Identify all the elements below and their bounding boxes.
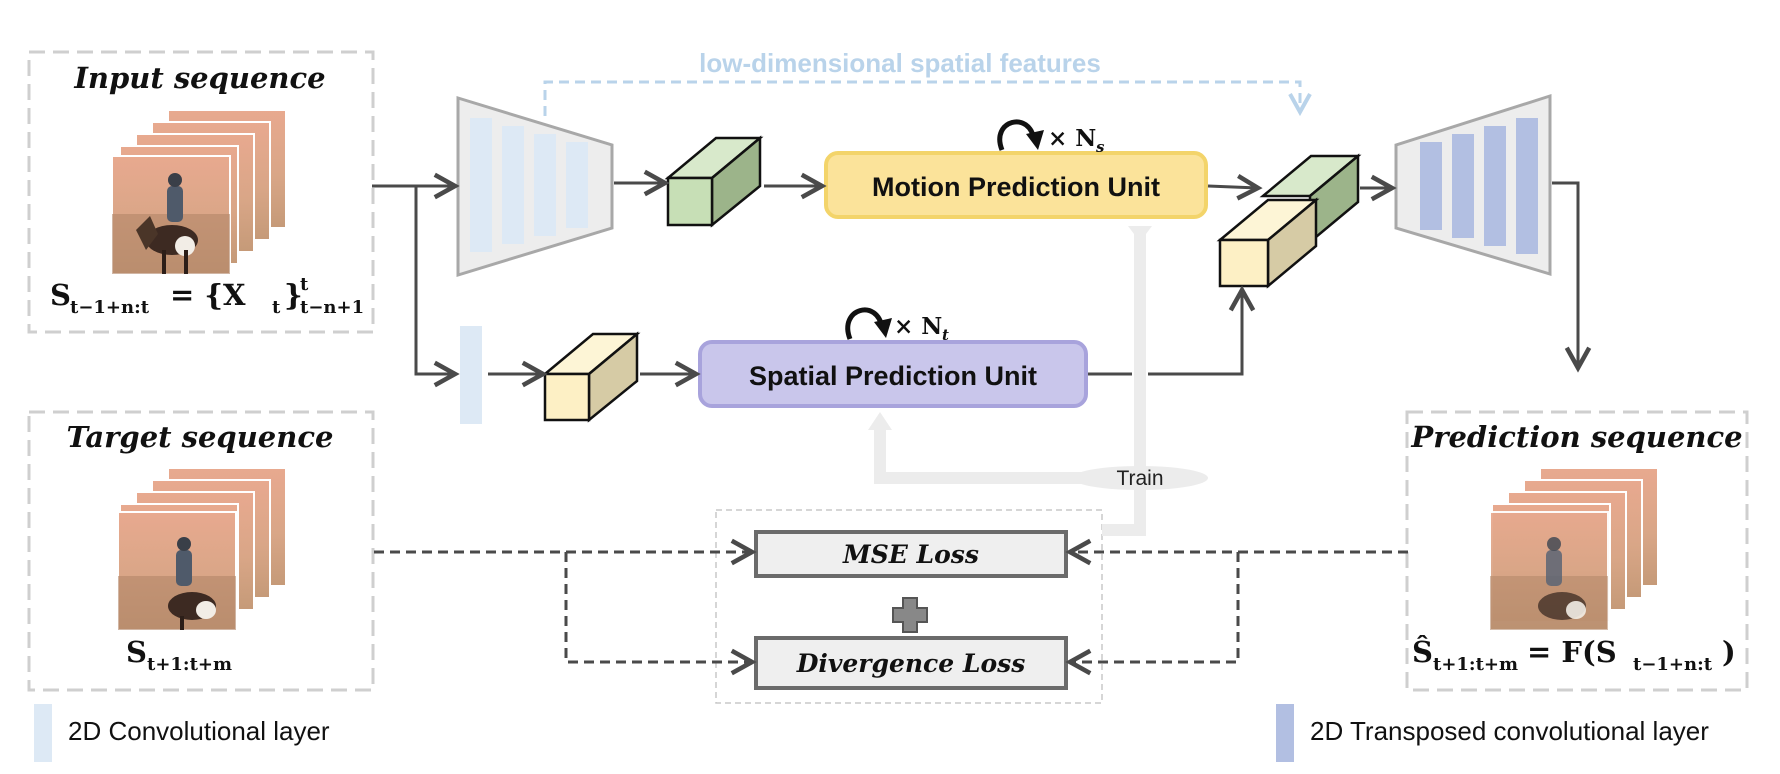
tconv-bar: [1484, 126, 1506, 246]
train-label: Train: [1116, 467, 1163, 490]
legend-conv-swatch: [34, 704, 52, 762]
input-panel-title: Input sequence: [73, 61, 325, 95]
legend-conv: 2D Convolutional layer: [34, 704, 330, 762]
skip-label: low-dimensional spatial features: [699, 48, 1101, 78]
prediction-formula-Shat: Ŝ: [1412, 634, 1433, 669]
motion-prediction-unit: Motion Prediction Unit: [824, 151, 1208, 219]
conv-bar: [534, 134, 556, 236]
spatial-loop-sub: t: [942, 326, 949, 344]
input-formula-S: S: [50, 278, 71, 312]
legend-tconv-swatch: [1276, 704, 1294, 762]
prediction-panel: [1405, 410, 1749, 692]
loss-panel: [715, 509, 1103, 704]
conv-bar: [502, 126, 524, 244]
target-formula-S: S: [126, 635, 147, 669]
prediction-panel-title: Prediction sequence: [1410, 420, 1742, 454]
prediction-formula-eq: = F(S: [1527, 635, 1617, 669]
target-panel-title: Target sequence: [67, 420, 334, 454]
decoder: [1394, 93, 1552, 277]
motion-unit-label: Motion Prediction Unit: [872, 172, 1160, 202]
fused-feature-cube: [1216, 153, 1362, 289]
conv-bar: [470, 118, 492, 252]
target-formula-sub: t+1:t+m: [147, 654, 232, 675]
input-formula-eq: = {X: [170, 278, 246, 312]
prediction-formula-sub2: t−1+n:t: [1633, 654, 1713, 675]
input-formula-sub: t−1+n:t: [70, 297, 150, 318]
prediction-formula: Ŝ t+1:t+m = F(S t−1+n:t ): [1412, 634, 1736, 675]
input-formula-sub2: t: [272, 297, 281, 318]
prediction-formula-close: ): [1722, 635, 1736, 669]
input-formula-sup: t: [300, 274, 309, 295]
spatial-feature-cube: [541, 331, 641, 423]
flow-arrows: [372, 183, 1578, 374]
mse-loss-box: MSE Loss: [754, 530, 1068, 578]
tconv-bar: [1420, 142, 1442, 230]
motion-feature-cube: [664, 135, 764, 228]
tconv-bar: [1516, 118, 1538, 254]
prediction-frame-stack: [1489, 467, 1659, 631]
prediction-formula-sub: t+1:t+m: [1433, 654, 1518, 675]
rider-image: [136, 173, 198, 274]
tconv-bar: [1452, 134, 1474, 238]
divergence-loss-box: Divergence Loss: [754, 636, 1068, 690]
conv-bar: [566, 142, 588, 228]
spatial-prediction-unit: Spatial Prediction Unit: [698, 340, 1088, 408]
legend-tconv-label: 2D Transposed convolutional layer: [1310, 716, 1709, 746]
spatial-conv-layer: [460, 326, 482, 424]
target-formula: S t+1:t+m: [126, 635, 232, 675]
legend-conv-label: 2D Convolutional layer: [68, 716, 330, 746]
input-panel: [27, 50, 375, 334]
input-formula-close: }: [284, 278, 303, 312]
plus-icon: [892, 597, 928, 633]
encoder: [456, 95, 614, 278]
spatial-unit-label: Spatial Prediction Unit: [749, 361, 1037, 391]
motion-loop-text: × N: [1048, 125, 1096, 152]
spatial-loop-text: × N: [894, 313, 942, 340]
input-formula: S t−1+n:t = {X t } t t−n+1: [50, 274, 364, 318]
input-formula-sub3: t−n+1: [300, 297, 364, 318]
motion-loop: × N s: [997, 119, 1105, 156]
input-frame-stack: [111, 109, 287, 275]
legend-tconv: 2D Transposed convolutional layer: [1276, 704, 1709, 762]
skip-connection: low-dimensional spatial features: [543, 48, 1300, 116]
motion-loop-sub: s: [1096, 138, 1105, 156]
train-feedback: Train: [868, 226, 1208, 536]
spatial-loop: × N t: [845, 307, 949, 344]
divergence-loss-label: Divergence Loss: [796, 649, 1026, 678]
loss-arrows: [374, 552, 1408, 662]
target-panel: [27, 410, 375, 692]
mse-loss-label: MSE Loss: [842, 540, 979, 569]
target-frame-stack: [117, 467, 287, 631]
